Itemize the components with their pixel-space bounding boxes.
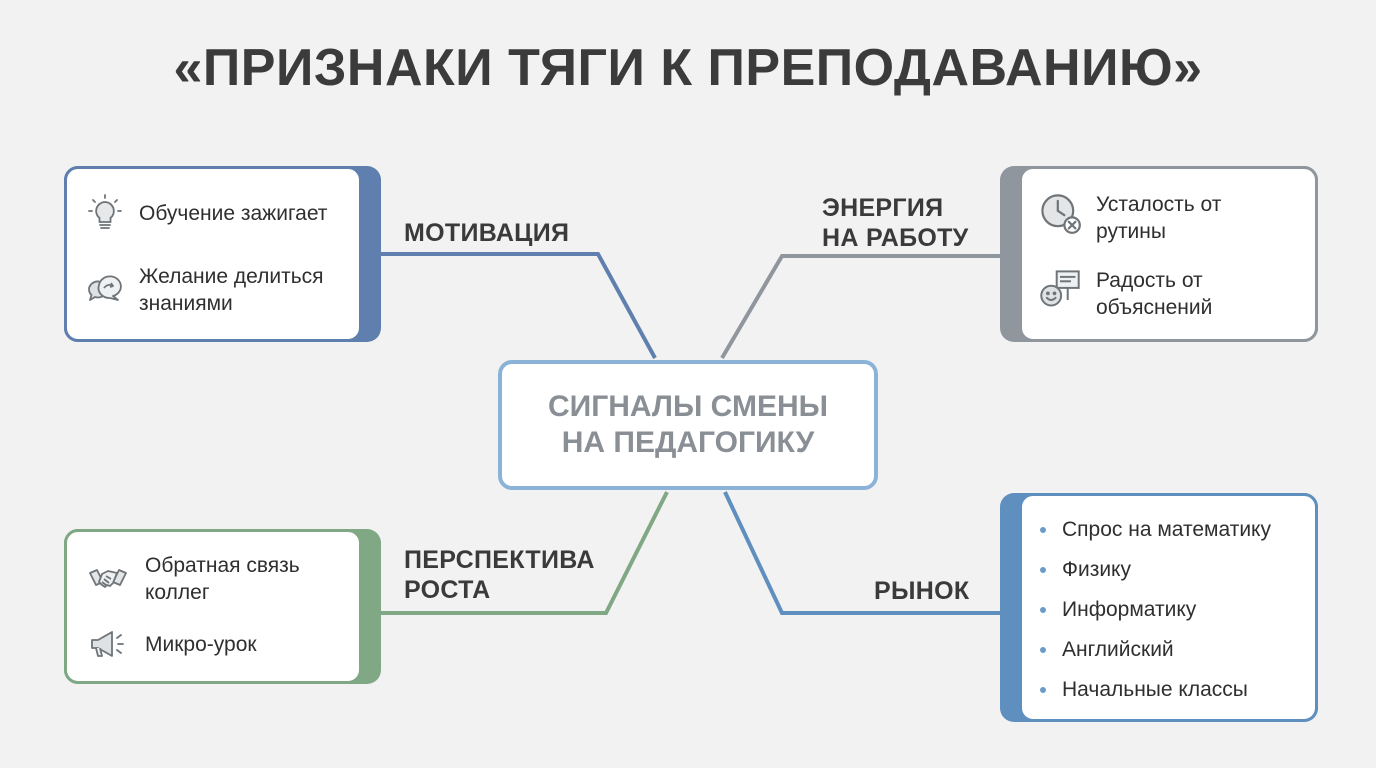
bullet-dot: [1040, 567, 1046, 573]
connector-motivation: [378, 252, 657, 359]
motivation-item-text: Желание делиться знаниями: [139, 263, 324, 317]
list-item-text: Информатику: [1062, 598, 1197, 621]
motivation-item-text-line: знаниями: [139, 292, 233, 315]
energy-item-text-line: рутины: [1096, 220, 1166, 243]
list-item: Начальные классы: [1040, 670, 1271, 710]
bullet-dot: [1040, 527, 1046, 533]
smiley-presentation-icon: [1040, 270, 1080, 307]
handshake-icon: [89, 569, 127, 588]
growth-item: Микро-урок: [85, 624, 257, 664]
energy-card: Усталость от рутины Радость от объяснени…: [1019, 166, 1318, 342]
center-node: СИГНАЛЫ СМЕНЫ НА ПЕДАГОГИКУ: [498, 360, 878, 490]
list-item-text: Физику: [1062, 558, 1131, 581]
energy-item-text-line: Усталость от: [1096, 193, 1222, 216]
list-item-text: Начальные классы: [1062, 678, 1248, 701]
speech-bubbles-icon: [88, 275, 122, 301]
market-list: Спрос на математику Физику Информатику А…: [1040, 510, 1271, 710]
motivation-item: Желание делиться знаниями: [85, 263, 324, 317]
motivation-label: МОТИВАЦИЯ: [404, 219, 570, 247]
page-title: «ПРИЗНАКИ ТЯГИ К ПРЕПОДАВАНИЮ»: [173, 39, 1203, 97]
energy-item-text-line: объяснений: [1096, 296, 1213, 319]
motivation-item-text-line: Желание делиться: [139, 265, 324, 288]
growth-item: Обратная связь коллег: [85, 552, 300, 606]
list-item: Информатику: [1040, 590, 1271, 630]
growth-label-line: РОСТА: [404, 576, 491, 604]
motivation-item: Обучение зажигает: [85, 193, 327, 233]
energy-item-text-line: Радость от: [1096, 269, 1203, 292]
motivation-card: Обучение зажигает Желание делиться знани…: [64, 166, 362, 342]
connector-growth: [378, 491, 669, 615]
connector-market: [723, 491, 1003, 615]
growth-label-line: ПЕРСПЕКТИВА: [404, 546, 595, 574]
center-node-line: СИГНАЛЫ СМЕНЫ: [548, 390, 828, 423]
growth-item-text: Обратная связь коллег: [145, 552, 300, 606]
bullet-dot: [1040, 647, 1046, 653]
growth-item-text-line: коллег: [145, 581, 210, 604]
list-item-text: Английский: [1062, 638, 1174, 661]
bullet-dot: [1040, 607, 1046, 613]
energy-item-text: Усталость от рутины: [1096, 191, 1221, 245]
growth-card: Обратная связь коллег Микро-урок: [64, 529, 362, 684]
energy-item-text: Радость от объяснений: [1096, 267, 1212, 321]
list-item: Спрос на математику: [1040, 510, 1271, 550]
energy-label: ЭНЕРГИЯ НА РАБОТУ: [822, 193, 969, 253]
energy-item: Радость от объяснений: [1038, 267, 1212, 321]
market-label: РЫНОК: [874, 577, 970, 605]
megaphone-icon: [91, 631, 124, 657]
list-item: Физику: [1040, 550, 1271, 590]
lightbulb-icon: [88, 194, 122, 229]
clock-cancel-icon: [1041, 194, 1081, 234]
energy-label-line: ЭНЕРГИЯ: [822, 194, 944, 222]
market-card: [1019, 493, 1318, 722]
energy-item: Усталость от рутины: [1038, 191, 1221, 245]
center-node-text: СИГНАЛЫ СМЕНЫ НА ПЕДАГОГИКУ: [548, 389, 828, 461]
growth-item-text: Микро-урок: [145, 632, 257, 656]
bullet-dot: [1040, 687, 1046, 693]
center-node-line: НА ПЕДАГОГИКУ: [561, 426, 815, 459]
list-item: Английский: [1040, 630, 1271, 670]
energy-label-line: НА РАБОТУ: [822, 224, 969, 252]
growth-label: ПЕРСПЕКТИВА РОСТА: [404, 545, 595, 605]
connector-energy: [720, 254, 1003, 360]
growth-item-text-line: Обратная связь: [145, 554, 300, 577]
motivation-item-text: Обучение зажигает: [139, 201, 328, 225]
list-item-text: Спрос на математику: [1062, 518, 1271, 541]
